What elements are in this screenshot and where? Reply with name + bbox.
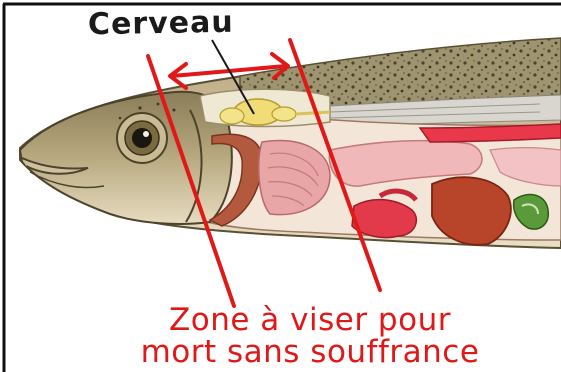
caption-line-1: Zone à viser pour: [100, 302, 520, 338]
brain-label: Cerveau: [88, 5, 234, 43]
eye: [117, 113, 167, 163]
caption-line-2: mort sans souffrance: [100, 334, 520, 370]
